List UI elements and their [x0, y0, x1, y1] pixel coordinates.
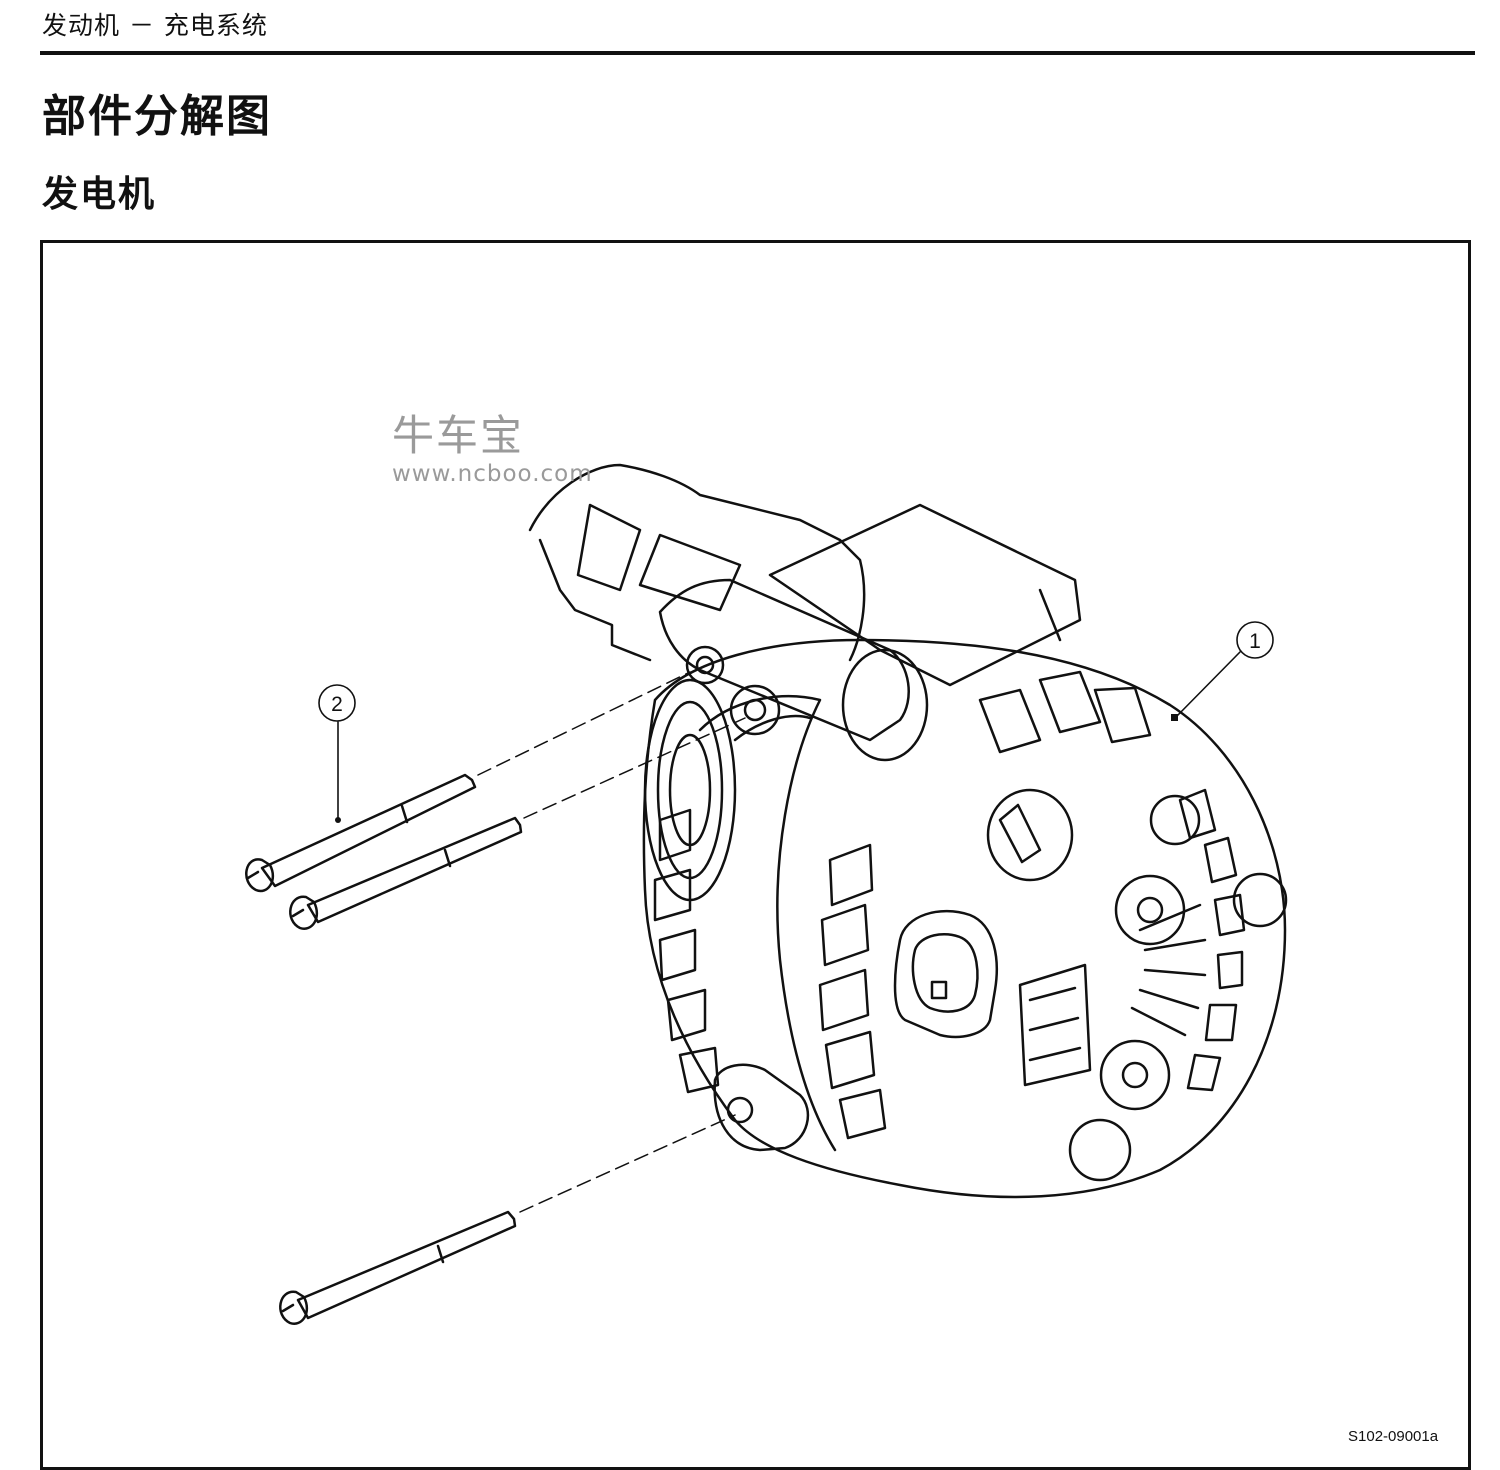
callout-2-circle	[318, 684, 356, 722]
watermark-url: www.ncboo.com	[392, 461, 593, 487]
callout-1-anchor	[1171, 714, 1178, 721]
callout-1-circle	[1236, 621, 1274, 659]
bolt-lower	[279, 1210, 517, 1325]
assembly-lines	[477, 671, 746, 1213]
watermark-name: 牛车宝	[392, 411, 525, 460]
alternator	[528, 463, 1288, 1199]
watermark: 牛车宝 www.ncboo.com	[392, 412, 593, 488]
figure-code: S102-09001a	[1348, 1428, 1439, 1445]
section-title: 发电机	[42, 174, 157, 215]
callout-2-number: 2	[331, 693, 343, 716]
header-rule	[40, 51, 1475, 55]
document-header: 发动机 － 充电系统	[42, 11, 268, 40]
callout-2-anchor	[335, 817, 341, 823]
bolt-middle	[289, 816, 523, 930]
callout-1-number: 1	[1249, 630, 1261, 653]
callout-1-leader	[1175, 651, 1241, 718]
page-title: 部件分解图	[42, 91, 272, 142]
bolt-upper	[245, 773, 477, 893]
